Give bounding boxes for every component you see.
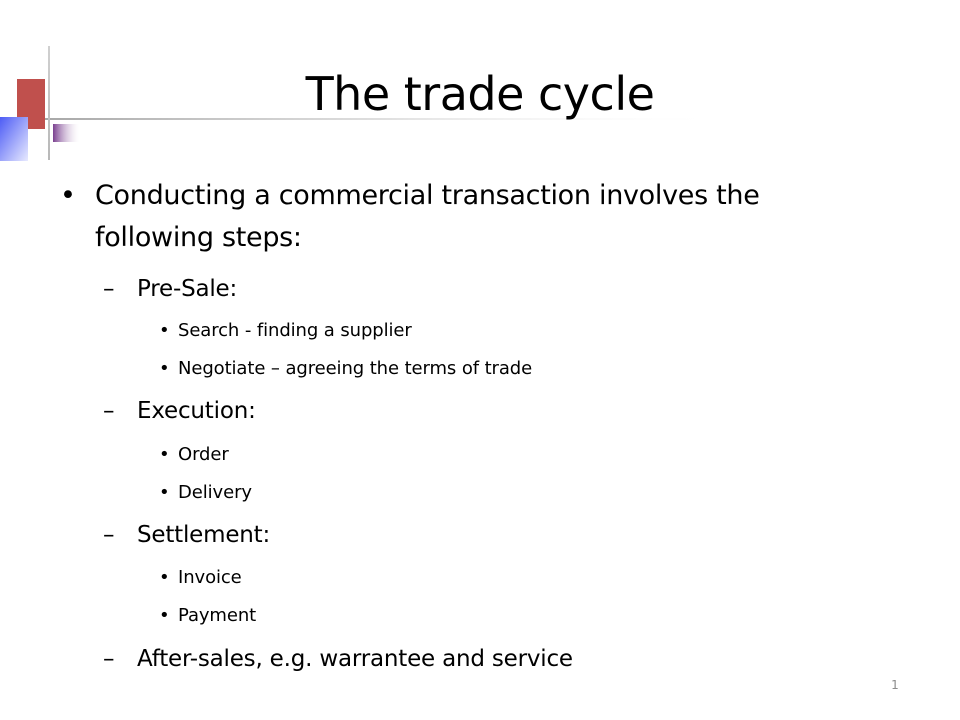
- bullet-marker: •: [159, 320, 170, 341]
- bullet-marker: •: [159, 444, 170, 465]
- bullet-marker: •: [159, 605, 170, 626]
- settlement-item-invoice: Invoice: [178, 567, 242, 588]
- settlement-item-payment: Payment: [178, 605, 257, 626]
- slide-title: The trade cycle: [305, 67, 655, 121]
- intro-text-line-2: following steps:: [95, 222, 302, 253]
- dash-marker: –: [103, 646, 115, 672]
- presale-item-search: Search - finding a supplier: [178, 320, 412, 341]
- settlement-heading: Settlement:: [137, 522, 271, 548]
- execution-heading: Execution:: [137, 398, 256, 424]
- presale-heading: Pre-Sale:: [137, 276, 238, 302]
- dash-marker: –: [103, 398, 115, 424]
- dash-marker: –: [103, 276, 115, 302]
- aftersales-heading: After-sales, e.g. warrantee and service: [137, 646, 573, 672]
- purple-accent-square: [53, 124, 79, 142]
- bullet-marker: •: [60, 180, 76, 211]
- bullet-marker: •: [159, 358, 170, 379]
- bullet-marker: •: [159, 482, 170, 503]
- execution-item-order: Order: [178, 444, 229, 465]
- blue-accent-square: [0, 117, 28, 161]
- bullet-marker: •: [159, 567, 170, 588]
- vertical-rule: [48, 46, 50, 160]
- intro-text-line-1: Conducting a commercial transaction invo…: [95, 180, 760, 211]
- page-number: 1: [891, 678, 899, 692]
- title-rule: [28, 118, 728, 120]
- execution-item-delivery: Delivery: [178, 482, 252, 503]
- dash-marker: –: [103, 522, 115, 548]
- presale-item-negotiate: Negotiate – agreeing the terms of trade: [178, 358, 533, 379]
